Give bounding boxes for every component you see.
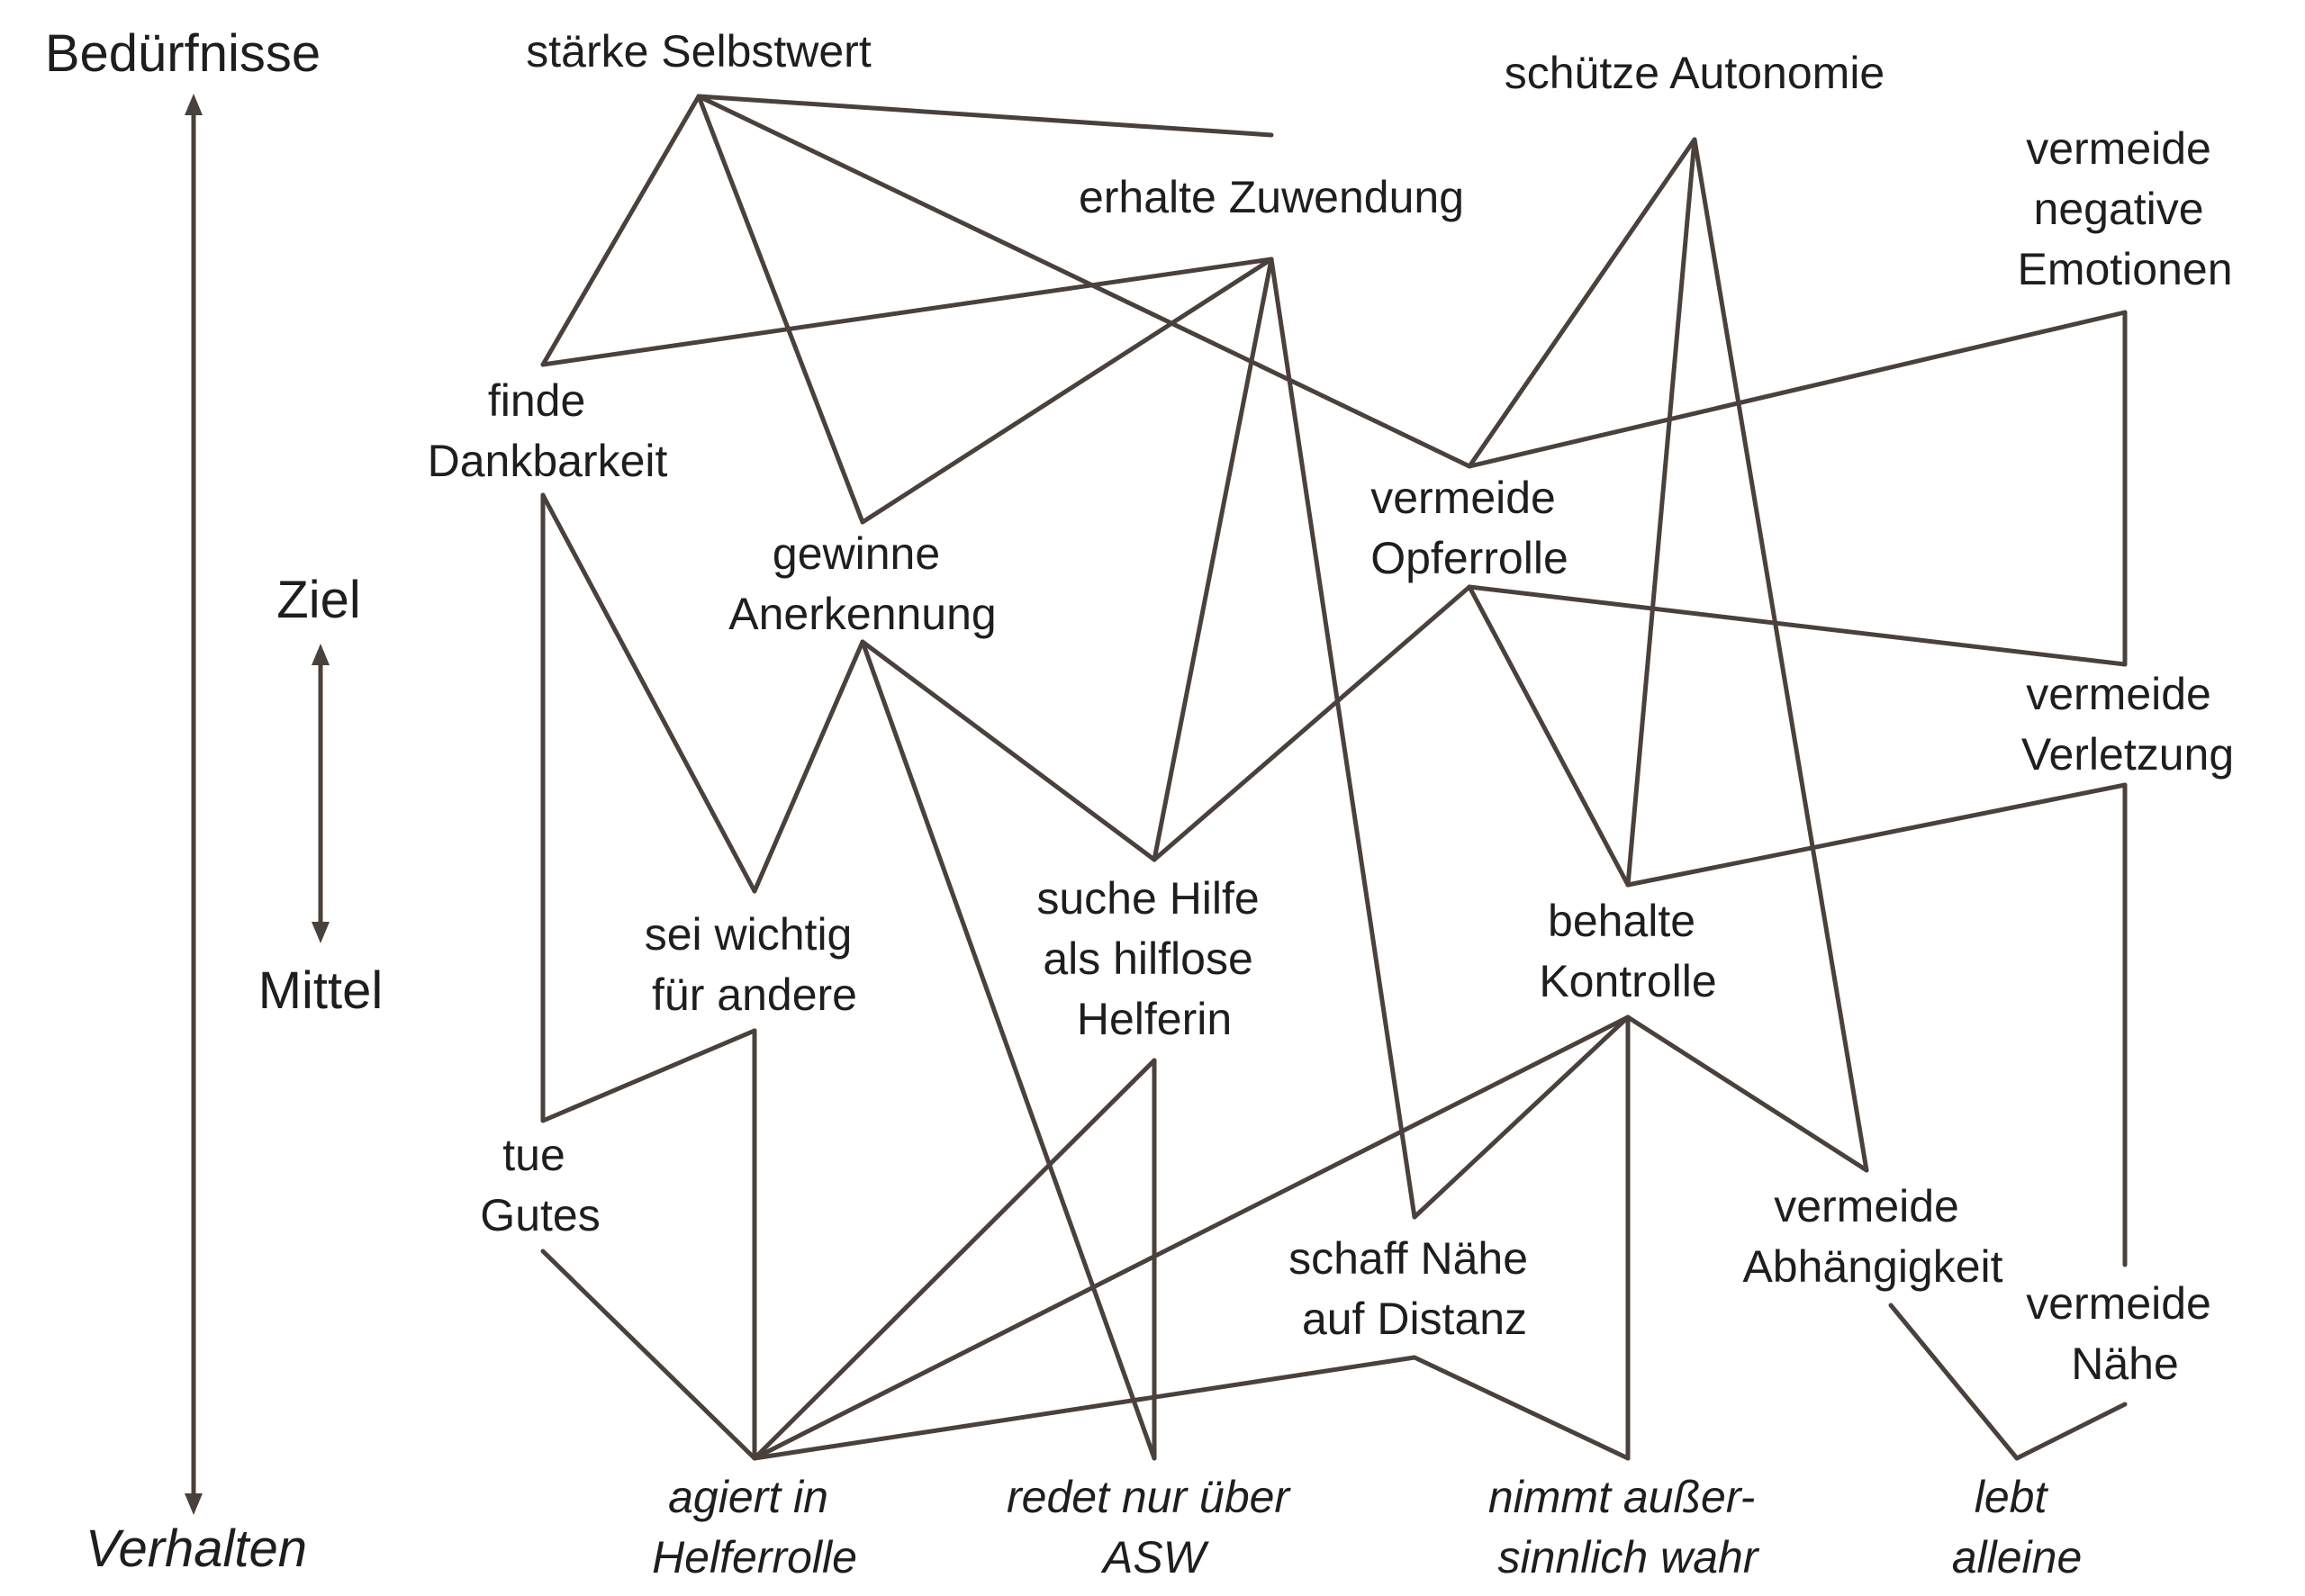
connector-zuwendung-schaff-naehe <box>1269 257 1417 1220</box>
node-schuetze-autonomie: schütze Autonomie <box>1505 48 1885 98</box>
node-schaff-naehe-line-1: schaff Nähe <box>1288 1233 1528 1284</box>
connector-autonomie-opferrolle <box>1467 137 1697 469</box>
node-gewinne-anerkennung: gewinne Anerkennung <box>728 528 996 639</box>
connector-kontrolle-schaff-naehe <box>1412 1014 1631 1220</box>
connector-anerkennung-suche-hilfe <box>860 639 1157 862</box>
connector-anerkennung-zuwendung <box>860 257 1274 525</box>
mittel-arrowhead-down-icon <box>312 922 330 943</box>
node-redet-ueber-asw: redet nur über ASW <box>1007 1472 1302 1582</box>
connector-schaff-naehe-helferrolle <box>752 1355 1417 1461</box>
node-vermeide-verletzung-line-2: Verletzung <box>2021 729 2234 780</box>
axis-label-beduerfnisse: Bedürfnisse <box>45 24 321 83</box>
node-finde-dankbarkeit: finde Dankbarkeit <box>428 375 668 486</box>
node-behalte-kontrolle-line-2: Kontrolle <box>1539 956 1716 1006</box>
connector-autonomie-kontrolle <box>1625 137 1697 888</box>
connector-tue-gutes-helferrolle <box>540 1249 757 1461</box>
node-suche-hilfe-line-2: als hilflose <box>1043 933 1252 984</box>
node-vermeide-naehe-line-2: Nähe <box>2071 1339 2179 1389</box>
node-vermeide-verletzung-line-1: vermeide <box>2026 669 2211 719</box>
node-erhalte-zuwendung-line: erhalte Zuwendung <box>1079 172 1464 222</box>
node-schuetze-autonomie-line: schütze Autonomie <box>1505 48 1885 98</box>
node-agiert-in-helferrolle-line-2: Helferrolle <box>652 1532 857 1582</box>
connector-selbstwert-opferrolle <box>696 94 1472 469</box>
node-vermeide-negative-emotionen: vermeide negative Emotionen <box>2017 123 2232 294</box>
node-vermeide-opferrolle-line-2: Opferrolle <box>1370 533 1568 583</box>
connection-lines <box>540 94 2128 1461</box>
node-agiert-in-helferrolle: agiert in Helferrolle <box>652 1472 857 1582</box>
node-erhalte-zuwendung: erhalte Zuwendung <box>1079 172 1464 222</box>
node-finde-dankbarkeit-line-1: finde <box>488 375 585 426</box>
node-redet-ueber-asw-line-2: ASW <box>1100 1532 1210 1582</box>
node-tue-gutes: tue Gutes <box>480 1130 600 1240</box>
node-schaff-naehe: schaff Nähe auf Distanz <box>1288 1233 1541 1344</box>
connector-opferrolle-kontrolle <box>1467 584 1631 888</box>
node-gewinne-anerkennung-line-2: Anerkennung <box>728 589 996 639</box>
node-vermeide-naehe: vermeide Nähe <box>2026 1278 2224 1389</box>
connector-dankbarkeit-wichtig <box>540 492 757 894</box>
node-schaff-naehe-line-2: auf Distanz <box>1302 1294 1527 1344</box>
ziel-arrowhead-up-icon <box>312 644 330 665</box>
node-vermeide-verletzung: vermeide Verletzung <box>2021 669 2234 780</box>
node-tue-gutes-line-2: Gutes <box>480 1190 600 1240</box>
connector-schaff-naehe-aussersinnlich <box>1412 1355 1631 1461</box>
node-gewinne-anerkennung-line-1: gewinne <box>773 528 940 579</box>
node-vermeide-abhaengigkeit-line-1: vermeide <box>1774 1181 1959 1231</box>
node-staerke-selbstwert-line: stärke Selbstwert <box>526 26 872 77</box>
node-tue-gutes-line-1: tue <box>502 1130 565 1180</box>
axis-label-ziel: Ziel <box>276 571 360 629</box>
connector-verletzung-kontrolle <box>1625 782 2128 888</box>
connector-kontrolle-abhaengigkeit <box>1625 1014 1869 1173</box>
connector-wichtig-anerkennung <box>752 639 865 894</box>
node-nimmt-aussersinnlich-wahr-line-1: nimmt außer- <box>1488 1472 1755 1522</box>
node-behalte-kontrolle-line-1: behalte <box>1548 896 1695 946</box>
connector-dankbarkeit-zuwendung <box>540 257 1274 367</box>
connector-dankbarkeit-tue-gutes <box>540 492 757 1123</box>
axis-label-verhalten: Verhalten <box>86 1519 307 1578</box>
vertical-axis <box>185 94 203 1515</box>
node-vermeide-negative-emotionen-line-2: negative <box>2034 184 2204 234</box>
connector-anerkennung-redet-asw <box>860 639 1157 1461</box>
node-vermeide-negative-emotionen-line-3: Emotionen <box>2017 244 2232 294</box>
node-agiert-in-helferrolle-line-1: agiert in <box>668 1472 828 1522</box>
node-lebt-alleine: lebt alleine <box>1952 1472 2083 1582</box>
node-redet-ueber-asw-line-1: redet nur über <box>1007 1472 1291 1522</box>
connector-kontrolle-helferrolle <box>752 1014 1631 1461</box>
node-lebt-alleine-line-2: alleine <box>1952 1532 2083 1582</box>
connector-verletzung-opferrolle <box>1467 584 2128 667</box>
ziel-mittel-axis <box>312 644 330 943</box>
node-nimmt-aussersinnlich-wahr-line-2: sinnlich wahr <box>1497 1532 1759 1582</box>
connector-zuwendung-suche-hilfe <box>1152 257 1274 862</box>
node-vermeide-abhaengigkeit: vermeide Abhängigkeit <box>1742 1181 2002 1292</box>
axis-arrowhead-down-icon <box>185 1493 203 1515</box>
node-nimmt-aussersinnlich-wahr: nimmt außer- sinnlich wahr <box>1488 1472 1767 1582</box>
connector-selbstwert-dankbarkeit <box>540 94 701 367</box>
connector-suche-hilfe-helferrolle <box>752 1058 1157 1461</box>
connector-selbstwert-anerkennung <box>696 94 865 525</box>
axis-arrowhead-up-icon <box>185 94 203 115</box>
node-suche-hilfe-line-1: suche Hilfe <box>1036 873 1259 924</box>
node-vermeide-negative-emotionen-line-1: vermeide <box>2026 123 2211 174</box>
axis-label-mittel: Mittel <box>258 961 384 1020</box>
node-sei-wichtig: sei wichtig für andere <box>645 909 865 1020</box>
node-sei-wichtig-line-1: sei wichtig <box>645 909 853 960</box>
node-vermeide-opferrolle-line-1: vermeide <box>1370 473 1556 523</box>
node-staerke-selbstwert: stärke Selbstwert <box>526 26 872 77</box>
node-behalte-kontrolle: behalte Kontrolle <box>1539 896 1716 1006</box>
connector-selbstwert-zuwendung <box>696 94 1274 138</box>
node-suche-hilfe: suche Hilfe als hilflose Helferin <box>1036 873 1271 1044</box>
node-lebt-alleine-line-1: lebt <box>1975 1472 2049 1522</box>
connector-autonomie-abhaengigkeit <box>1692 137 1869 1173</box>
node-vermeide-naehe-line-1: vermeide <box>2026 1278 2211 1329</box>
node-vermeide-opferrolle: vermeide Opferrolle <box>1370 473 1568 583</box>
node-labels: stärke Selbstwert schütze Autonomie erha… <box>428 26 2235 1582</box>
connector-opferrolle-negative-emotionen <box>1467 310 2128 469</box>
node-suche-hilfe-line-3: Helferin <box>1077 994 1232 1044</box>
connector-opferrolle-suche-hilfe <box>1152 584 1472 862</box>
connector-abhaengigkeit-lebt-alleine <box>1888 1303 2128 1461</box>
node-sei-wichtig-line-2: für andere <box>652 969 857 1020</box>
node-finde-dankbarkeit-line-2: Dankbarkeit <box>428 436 668 486</box>
node-vermeide-abhaengigkeit-line-2: Abhängigkeit <box>1742 1241 2002 1292</box>
